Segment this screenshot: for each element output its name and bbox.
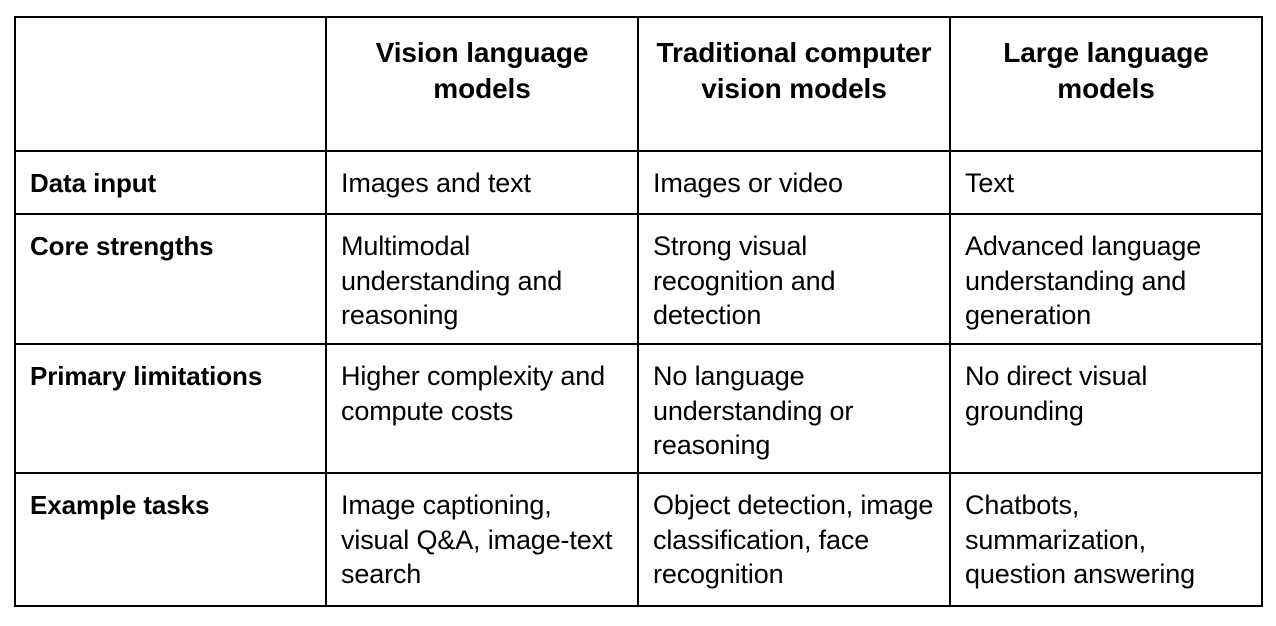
row-header-primary-limitations: Primary limitations [14, 343, 327, 474]
comparison-table-container: Vision language models Traditional compu… [14, 16, 1263, 607]
table-body: Data input Images and text Images or vid… [14, 150, 1263, 607]
table-row: Primary limitations Higher complexity an… [14, 343, 1263, 474]
table-row: Example tasks Image captioning, visual Q… [14, 472, 1263, 607]
cell-primary-limitations-cv: No language understanding or reasoning [637, 343, 951, 474]
table-header-row: Vision language models Traditional compu… [14, 16, 1263, 152]
row-header-data-input: Data input [14, 150, 327, 215]
table-row: Data input Images and text Images or vid… [14, 150, 1263, 215]
cell-core-strengths-llm: Advanced language understanding and gene… [949, 213, 1263, 345]
table-row: Core strengths Multimodal understanding … [14, 213, 1263, 345]
cell-data-input-vlm: Images and text [325, 150, 639, 215]
model-comparison-table: Vision language models Traditional compu… [14, 16, 1263, 607]
row-header-example-tasks: Example tasks [14, 472, 327, 607]
column-header-vision-language-models: Vision language models [325, 16, 639, 152]
cell-data-input-llm: Text [949, 150, 1263, 215]
cell-core-strengths-vlm: Multimodal understanding and reasoning [325, 213, 639, 345]
cell-core-strengths-cv: Strong visual recognition and detection [637, 213, 951, 345]
cell-primary-limitations-llm: No direct visual grounding [949, 343, 1263, 474]
cell-primary-limitations-vlm: Higher complexity and compute costs [325, 343, 639, 474]
table-header: Vision language models Traditional compu… [14, 16, 1263, 152]
column-header-large-language-models: Large language models [949, 16, 1263, 152]
column-header-traditional-computer-vision-models: Traditional computer vision models [637, 16, 951, 152]
table-corner-cell [14, 16, 327, 152]
cell-data-input-cv: Images or video [637, 150, 951, 215]
cell-example-tasks-llm: Chatbots, summarization, question answer… [949, 472, 1263, 607]
cell-example-tasks-vlm: Image captioning, visual Q&A, image-text… [325, 472, 639, 607]
cell-example-tasks-cv: Object detection, image classification, … [637, 472, 951, 607]
row-header-core-strengths: Core strengths [14, 213, 327, 345]
